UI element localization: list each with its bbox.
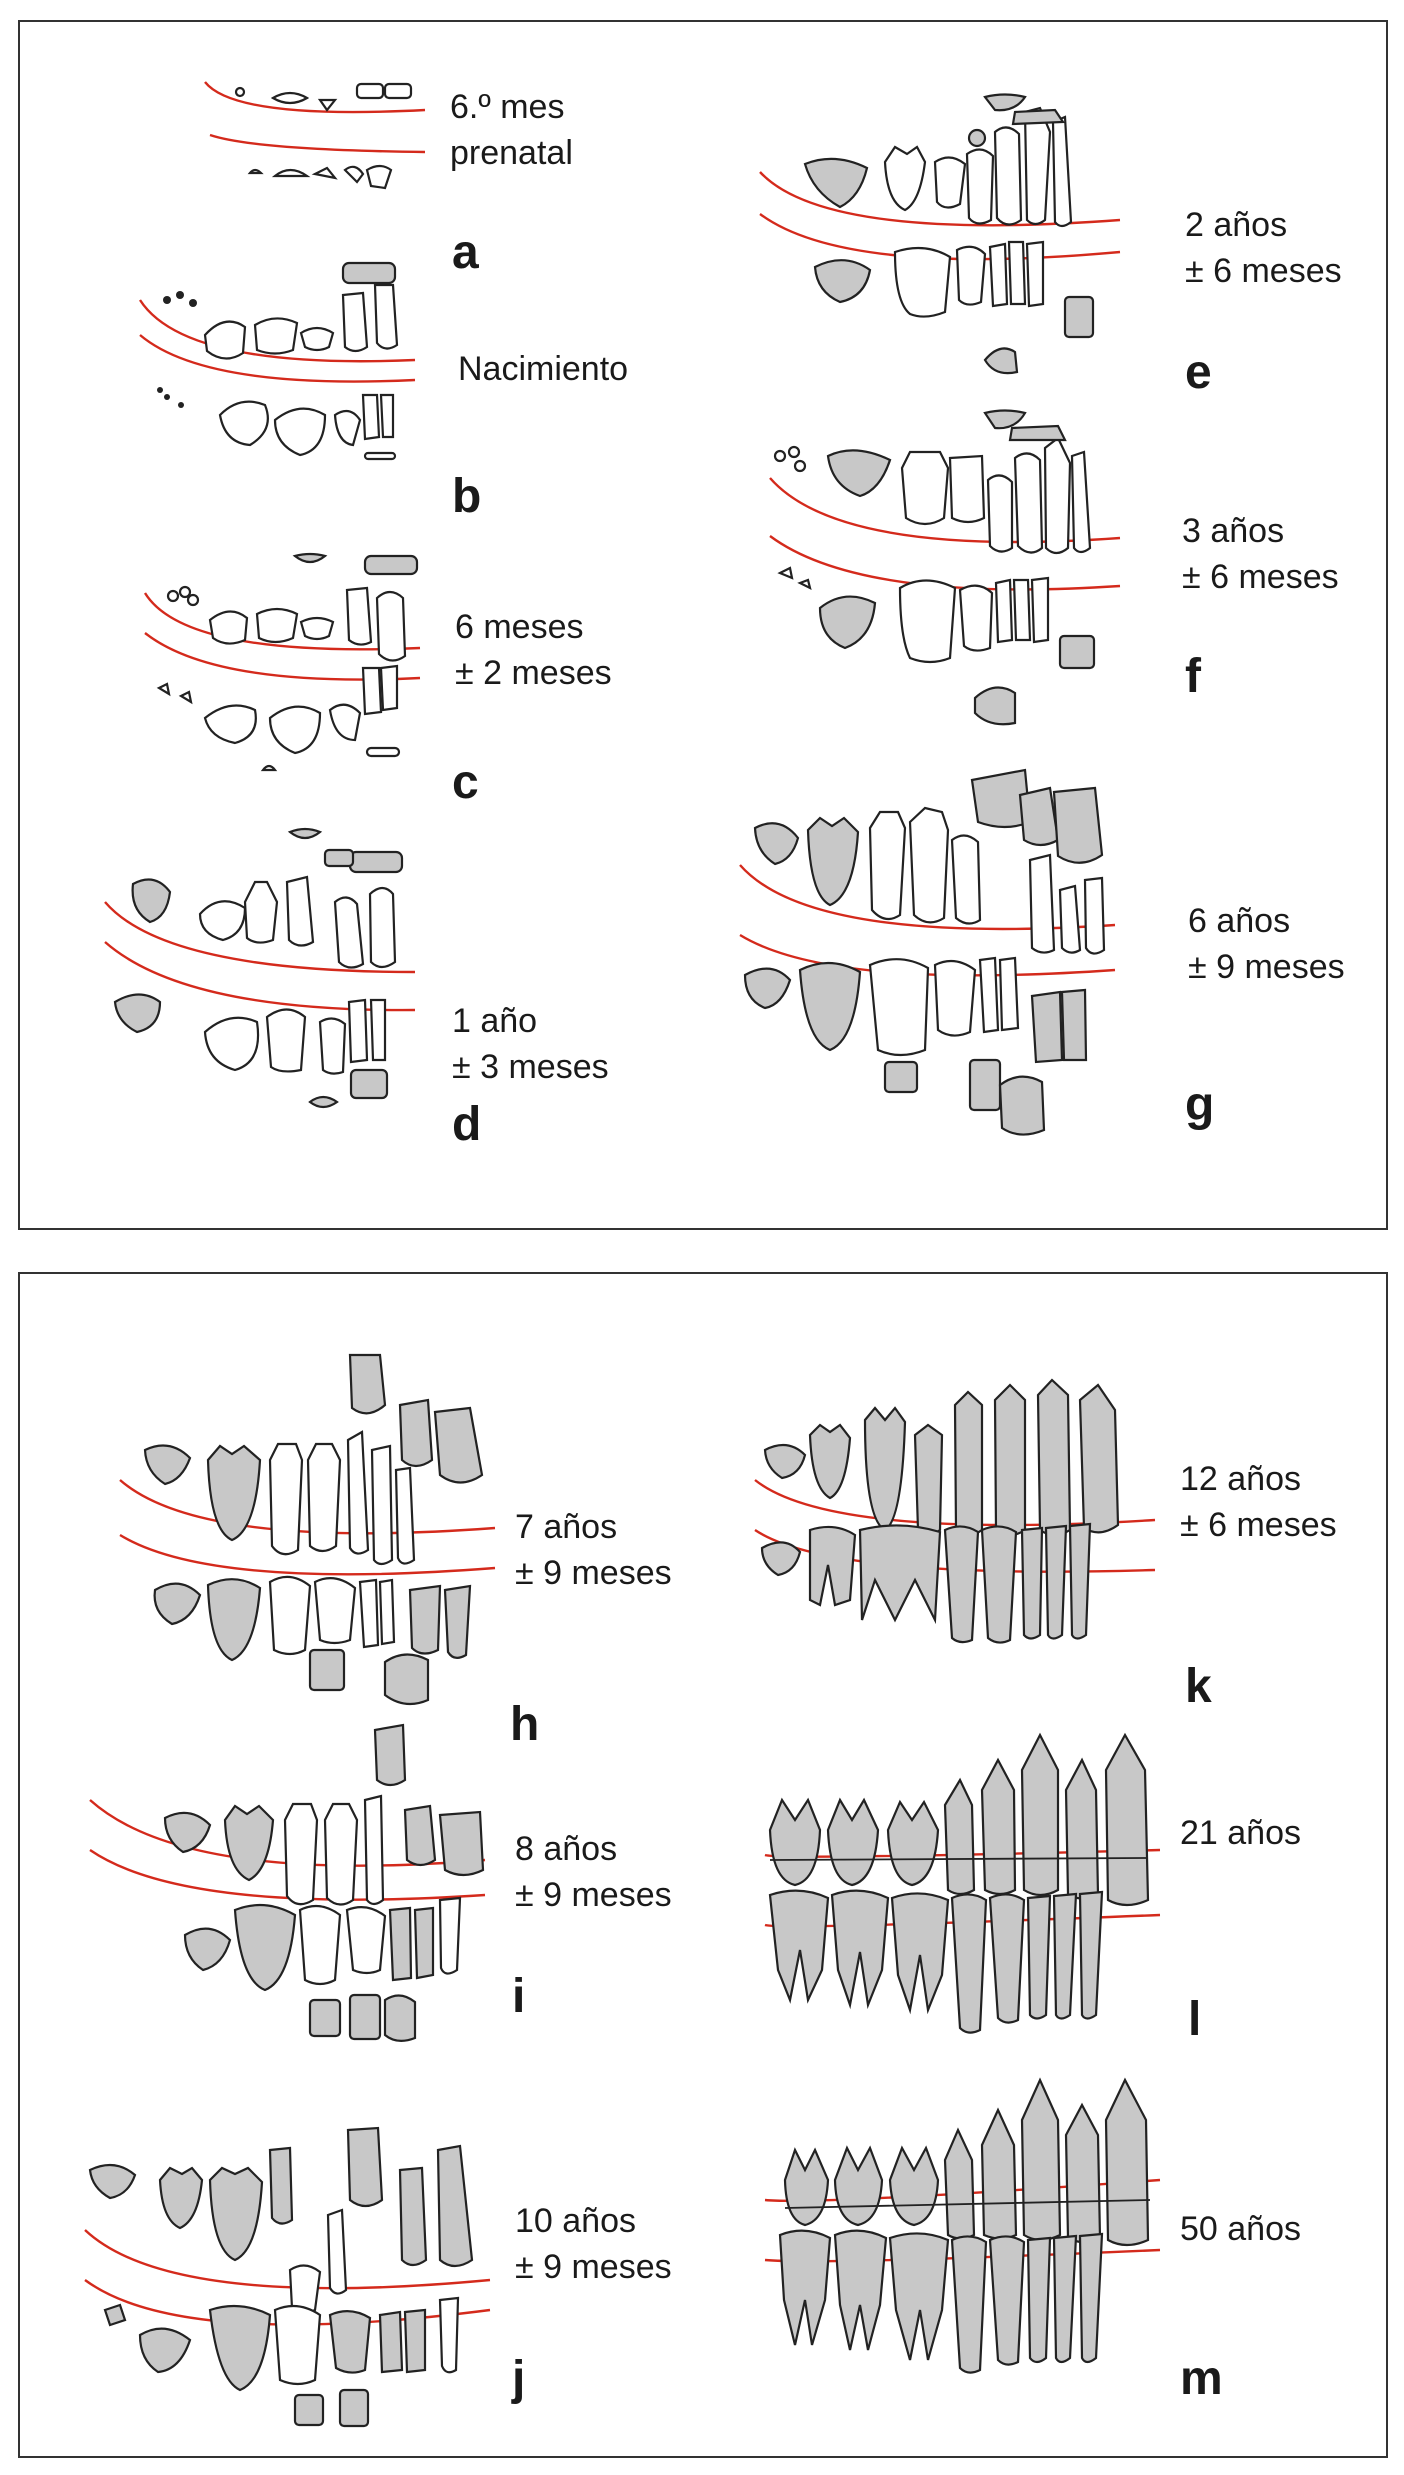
caption-c: 6 meses ± 2 meses: [455, 604, 612, 696]
caption-f-line-2: ± 6 meses: [1182, 558, 1339, 596]
caption-c-line-1: 6 meses: [455, 608, 584, 646]
caption-g: 6 años ± 9 meses: [1188, 898, 1345, 990]
caption-a-line-1: 6.º mes: [450, 88, 565, 126]
caption-b-line-1: Nacimiento: [458, 350, 629, 388]
caption-b: Nacimiento: [458, 346, 628, 392]
caption-e-line-1: 2 años: [1185, 206, 1288, 244]
label-j: j: [512, 2352, 526, 2405]
stage-b-illustration: [125, 255, 425, 470]
caption-g-line-1: 6 años: [1188, 902, 1291, 940]
stage-d-illustration: [95, 822, 425, 1122]
stage-g-illustration: [730, 760, 1130, 1155]
caption-f-line-1: 3 años: [1182, 512, 1285, 550]
label-k: k: [1185, 1660, 1212, 1713]
stage-f-illustration: [760, 408, 1140, 748]
dental-diagram-c: [143, 552, 421, 772]
stage-m-illustration: [760, 2077, 1170, 2420]
label-b: b: [452, 470, 482, 523]
label-h: h: [510, 1698, 540, 1751]
caption-f: 3 años ± 6 meses: [1182, 508, 1339, 600]
label-d: d: [452, 1098, 482, 1151]
dental-diagram-b: [138, 261, 416, 461]
caption-j-line-2: ± 9 meses: [515, 2248, 672, 2286]
caption-l: 21 años: [1180, 1810, 1301, 1856]
caption-h-line-2: ± 9 meses: [515, 1554, 672, 1592]
dental-diagram-h: [119, 1353, 496, 1706]
stage-e-illustration: [745, 92, 1145, 392]
label-c: c: [452, 756, 479, 809]
caption-h-line-1: 7 años: [515, 1508, 618, 1546]
stage-c-illustration: [135, 548, 425, 778]
caption-l-line-1: 21 años: [1180, 1814, 1301, 1852]
dental-diagram-d: [104, 827, 416, 1109]
stage-h-illustration: [110, 1350, 505, 1720]
dental-diagram-k: [754, 1378, 1156, 1644]
caption-k: 12 años ± 6 meses: [1180, 1456, 1337, 1548]
caption-d-line-1: 1 año: [452, 1002, 538, 1040]
label-m: m: [1180, 2352, 1223, 2405]
stage-j-illustration: [80, 2110, 500, 2430]
label-a: a: [452, 226, 479, 279]
label-e: e: [1185, 346, 1212, 399]
dental-diagram-m: [764, 2077, 1161, 2374]
stage-a-illustration: [195, 70, 435, 200]
caption-e: 2 años ± 6 meses: [1185, 202, 1342, 294]
caption-a-line-2: prenatal: [450, 134, 573, 172]
dental-diagram-e: [759, 93, 1121, 375]
caption-j: 10 años ± 9 meses: [515, 2198, 672, 2290]
caption-h: 7 años ± 9 meses: [515, 1504, 672, 1596]
caption-i: 8 años ± 9 meses: [515, 1826, 672, 1918]
stage-i-illustration: [85, 1720, 495, 2050]
caption-c-line-2: ± 2 meses: [455, 654, 612, 692]
caption-i-line-2: ± 9 meses: [515, 1876, 672, 1914]
dental-diagram-a: [204, 81, 426, 190]
dental-diagram-g: [739, 768, 1116, 1136]
stage-l-illustration: [760, 1730, 1170, 2060]
caption-g-line-2: ± 9 meses: [1188, 948, 1345, 986]
dental-diagram-f: [769, 409, 1121, 726]
dental-diagram-i: [89, 1723, 486, 2042]
label-g: g: [1185, 1078, 1215, 1131]
caption-j-line-1: 10 años: [515, 2202, 636, 2240]
caption-e-line-2: ± 6 meses: [1185, 252, 1342, 290]
caption-d: 1 año ± 3 meses: [452, 998, 609, 1090]
dental-diagram-j: [84, 2126, 491, 2428]
dental-diagram-l: [764, 1732, 1161, 2034]
caption-m-line-1: 50 años: [1180, 2210, 1301, 2248]
caption-a: 6.º mes prenatal: [450, 84, 573, 176]
caption-i-line-1: 8 años: [515, 1830, 618, 1868]
caption-k-line-2: ± 6 meses: [1180, 1506, 1337, 1544]
stage-k-illustration: [750, 1378, 1170, 1680]
label-l: l: [1188, 1993, 1202, 2046]
caption-m: 50 años: [1180, 2206, 1301, 2252]
label-f: f: [1185, 650, 1201, 703]
label-i: i: [512, 1970, 526, 2023]
caption-k-line-1: 12 años: [1180, 1460, 1301, 1498]
caption-d-line-2: ± 3 meses: [452, 1048, 609, 1086]
